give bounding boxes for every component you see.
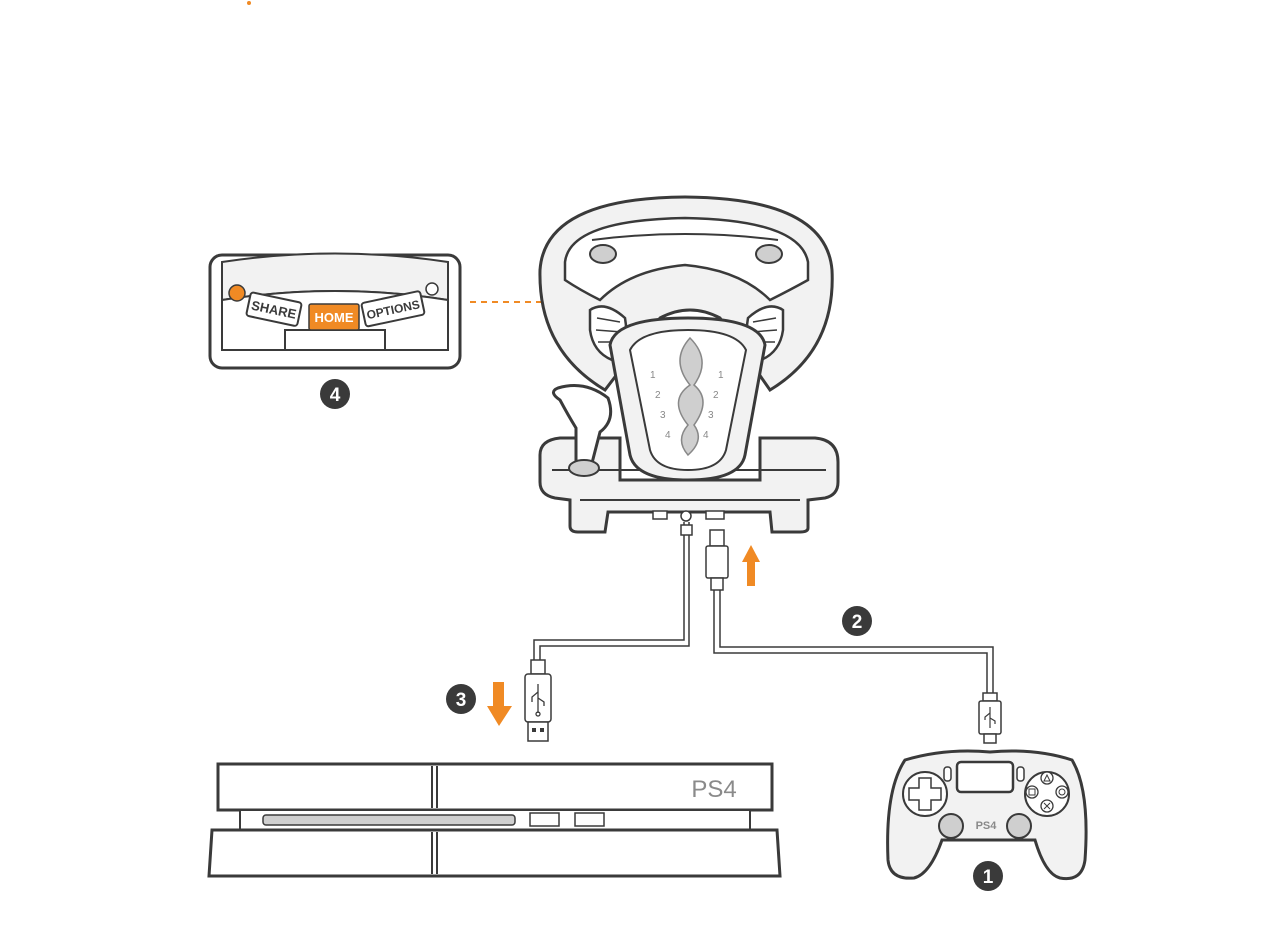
cable-to-controller — [713, 588, 994, 693]
square-button — [1025, 785, 1039, 799]
svg-text:1: 1 — [718, 370, 724, 381]
svg-text:2: 2 — [852, 612, 863, 633]
touchpad[interactable] — [955, 760, 1015, 794]
wheel-rim-inner — [563, 216, 810, 302]
svg-text:4: 4 — [330, 385, 341, 406]
home-label: HOME — [315, 310, 354, 325]
home-button[interactable]: HOME — [308, 303, 360, 331]
paddle-marks-left: 1 2 3 4 — [650, 370, 671, 441]
cable-to-console — [533, 522, 693, 660]
arrow-down-icon — [487, 682, 512, 726]
svg-text:4: 4 — [703, 430, 709, 441]
svg-text:2: 2 — [713, 390, 719, 401]
usb-plug-controller — [978, 692, 1002, 744]
step-2-badge: 2 — [842, 606, 872, 636]
options-small-button[interactable] — [1016, 766, 1025, 782]
options-button[interactable]: OPTIONS — [360, 290, 426, 328]
circle-button — [1055, 785, 1069, 799]
svg-text:3: 3 — [456, 690, 467, 711]
arrow-up-icon — [742, 545, 760, 586]
console-usb-port-1 — [529, 812, 560, 827]
face-buttons[interactable] — [1024, 771, 1070, 817]
led-indicator-orange — [228, 284, 246, 302]
ps4-controller: PS4 — [886, 749, 1088, 881]
step-1-badge: 1 — [973, 861, 1003, 891]
disc-slot — [262, 814, 516, 826]
triangle-button — [1040, 771, 1054, 785]
controller-logo: PS4 — [976, 820, 998, 832]
usb-plug-wheel — [705, 529, 729, 591]
paddle-marks-right: 1 2 3 4 — [703, 370, 724, 441]
console-top — [216, 762, 774, 812]
svg-text:2: 2 — [655, 390, 661, 401]
steering-wheel: 1 2 3 4 1 2 3 4 — [538, 195, 840, 534]
svg-text:1: 1 — [983, 867, 994, 888]
usb-plug-console — [524, 659, 552, 742]
rim-button-right[interactable] — [755, 244, 783, 264]
svg-text:3: 3 — [708, 410, 714, 421]
dpad[interactable] — [902, 771, 948, 817]
console-bottom — [207, 828, 782, 878]
console-logo: PS4 — [691, 776, 736, 803]
svg-text:1: 1 — [650, 370, 656, 381]
ps4-console: PS4 — [207, 762, 782, 878]
svg-text:3: 3 — [660, 410, 666, 421]
left-stick[interactable] — [938, 813, 964, 839]
gear-shifter[interactable] — [552, 384, 613, 477]
cable-exit-port — [680, 510, 692, 522]
share-small-button[interactable] — [943, 766, 952, 782]
led-indicator-white — [425, 282, 439, 296]
step-3-badge: 3 — [446, 684, 476, 714]
step-4-badge: 4 — [320, 379, 350, 409]
usb-port-wheel — [705, 510, 725, 520]
svg-text:4: 4 — [665, 430, 671, 441]
wheel-base — [538, 436, 840, 534]
button-panel-callout: SHARE HOME OPTIONS 4 — [208, 252, 462, 409]
panel-notch — [284, 329, 386, 351]
rim-button-left[interactable] — [589, 244, 617, 264]
stray-dot — [247, 1, 251, 5]
pedal-port — [652, 510, 668, 520]
usb-icon — [531, 684, 545, 717]
right-stick[interactable] — [1006, 813, 1032, 839]
console-usb-port-2 — [574, 812, 605, 827]
flame-logo — [677, 336, 704, 457]
share-button[interactable]: SHARE — [245, 291, 303, 327]
